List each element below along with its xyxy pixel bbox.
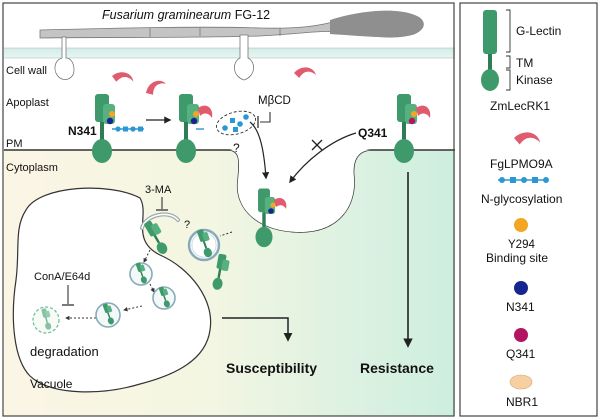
legend-fglpmo9a: FgLPMO9A — [490, 157, 553, 171]
autophagosome — [129, 261, 153, 286]
mbcd-inhibition-line — [260, 112, 271, 123]
organism-label: Fusarium graminearum FG-12 — [102, 8, 270, 22]
legend-q341-icon — [514, 328, 528, 342]
legend-kinase: Kinase — [516, 73, 553, 87]
cona-e64d-label: ConA/E64d — [34, 271, 90, 283]
legend-binding-site: Binding site — [486, 251, 548, 265]
question-mark: ? — [233, 141, 240, 155]
degradation-label: degradation — [30, 344, 99, 359]
autophagosome — [187, 227, 221, 262]
legend-n-glyco: N-glycosylation — [481, 192, 562, 206]
endocytosis-arrow-left — [249, 121, 270, 180]
legend-glycan-icon — [498, 177, 549, 183]
legend-nbr1-icon — [509, 374, 533, 390]
mbcd-label: MβCD — [258, 95, 291, 107]
receptor-n341 — [92, 94, 144, 163]
three-ma-label: 3-MA — [145, 184, 172, 196]
receptor-bound-effector — [176, 94, 213, 163]
question-mark: ? — [184, 219, 190, 231]
n341-label: N341 — [68, 124, 97, 138]
cell-wall-label: Cell wall — [6, 65, 47, 77]
resistance-label: Resistance — [360, 360, 434, 376]
phagophore — [140, 212, 180, 230]
receptor-q341 — [394, 94, 431, 163]
legend-tm: TM — [516, 56, 533, 70]
legend-y294: Y294 — [508, 239, 535, 251]
legend-zmlecrk1: ZmLecRK1 — [490, 99, 550, 113]
internalized-receptor — [255, 188, 287, 248]
apoplast-label: Apoplast — [6, 97, 49, 109]
cell-wall-band — [4, 48, 455, 58]
legend-n341: N341 — [506, 300, 535, 314]
susceptibility-arrow — [222, 317, 293, 342]
cytoplasm-label: Cytoplasm — [6, 162, 58, 174]
autophagosome — [152, 285, 176, 310]
vacuole-label: Vacuole — [30, 377, 73, 391]
endocytosis-arrow-right — [289, 132, 357, 184]
legend-panel: G-Lectin TM Kinase ZmLecRK1 FgLPMO9A N-g… — [459, 2, 598, 417]
legend-binding-site-icon — [514, 218, 528, 232]
degrading-vesicle — [32, 306, 60, 334]
legend-nbr1: NBR1 — [506, 395, 538, 409]
susceptibility-label: Susceptibility — [226, 360, 317, 376]
legend-receptor-icon — [481, 10, 499, 91]
vacuole — [12, 187, 212, 393]
legend-q341: Q341 — [506, 347, 536, 361]
legend-g-lectin: G-Lectin — [516, 24, 561, 38]
autolysosome — [95, 302, 121, 328]
q341-label: Q341 — [358, 126, 388, 140]
pm-label: PM — [6, 138, 23, 150]
fungal-hypha — [39, 10, 424, 81]
blocked-mark — [311, 139, 323, 151]
legend-n341-icon — [514, 281, 528, 295]
